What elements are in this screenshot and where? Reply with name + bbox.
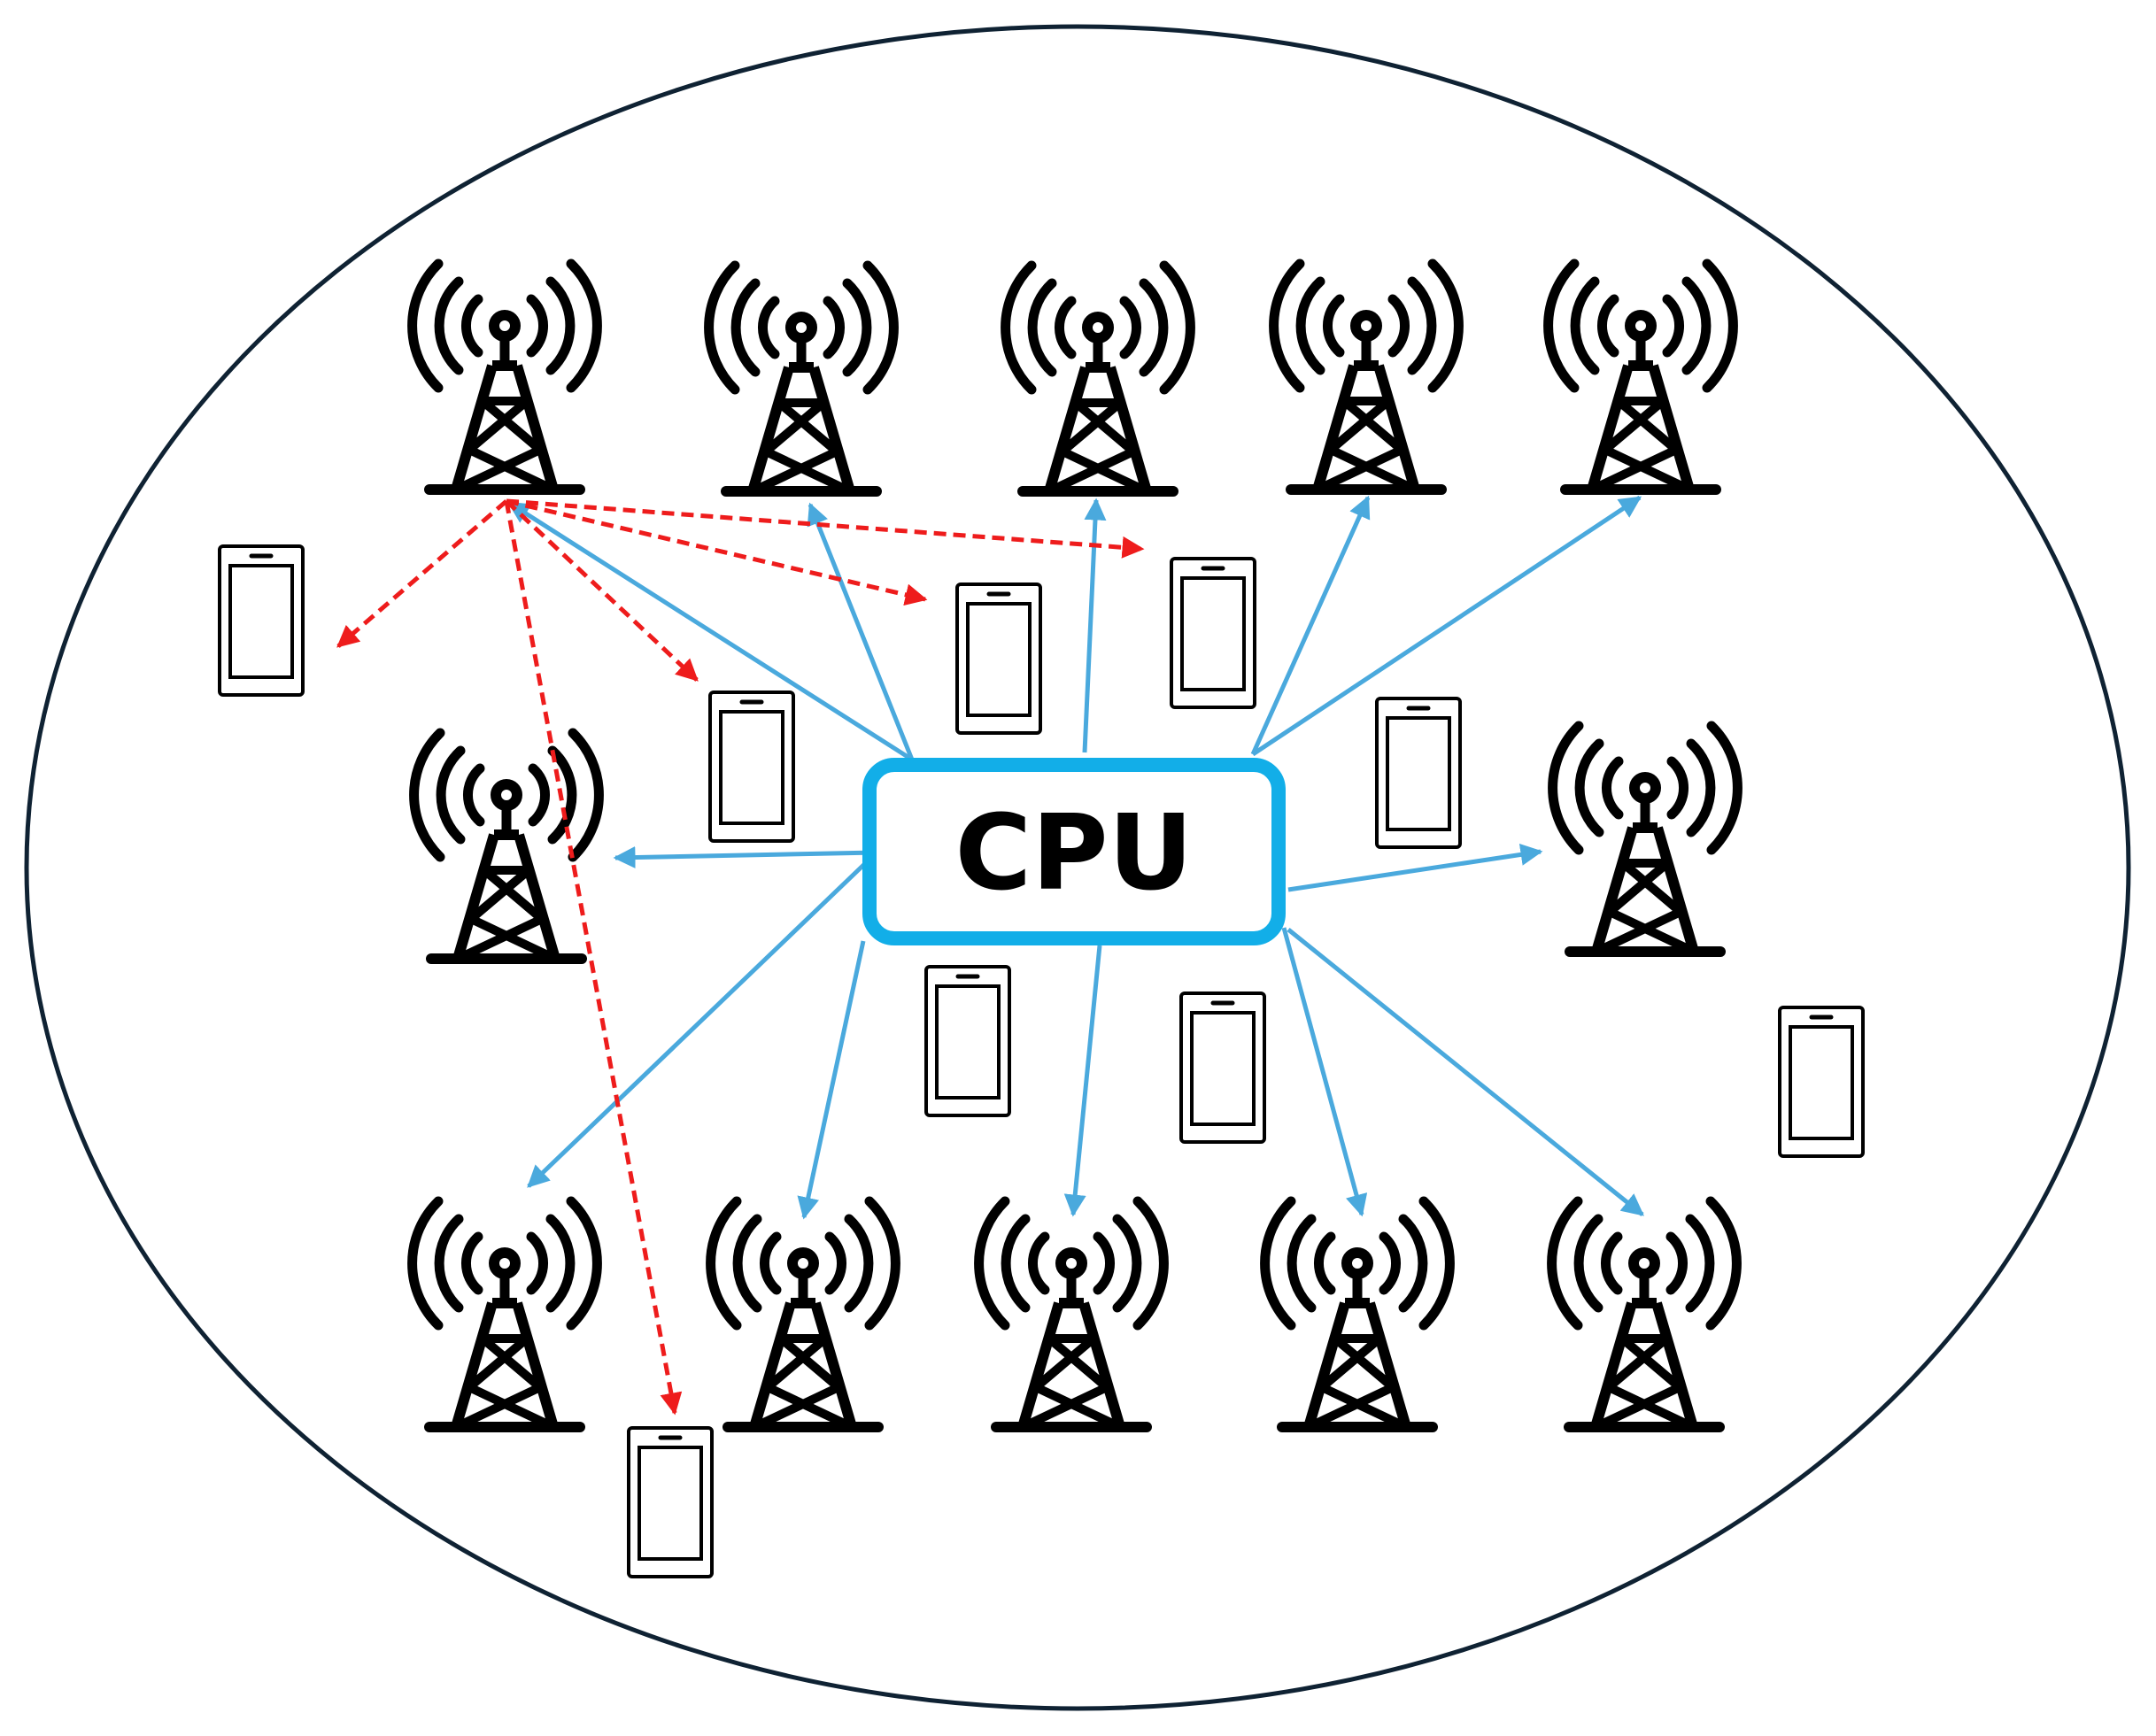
- fronthaul-link: [1287, 928, 1644, 1216]
- fronthaul-link: [1287, 843, 1543, 892]
- fronthaul-links: [506, 495, 1644, 1220]
- smartphone-icon: [1780, 1007, 1863, 1156]
- radio-tower-icon: [413, 1201, 598, 1427]
- smartphone-icon: [957, 584, 1040, 733]
- interference-links: [336, 498, 1145, 1416]
- smartphone-icon: [220, 546, 303, 695]
- interference-link: [506, 498, 928, 606]
- fronthaul-link: [797, 940, 866, 1220]
- radio-tower-icon: [1006, 266, 1191, 491]
- radio-tower-icon: [1274, 264, 1459, 490]
- smartphone-icon: [1171, 559, 1255, 707]
- fronthaul-link: [807, 502, 915, 760]
- interference-link: [506, 498, 1145, 559]
- interference-link: [336, 499, 508, 648]
- fronthaul-link: [506, 500, 914, 762]
- fronthaul-link: [1063, 945, 1102, 1217]
- smartphone-icon: [710, 692, 793, 841]
- radio-tower-icon: [1549, 264, 1734, 490]
- fronthaul-link: [1251, 495, 1642, 757]
- fronthaul-link: [1082, 498, 1107, 753]
- fronthaul-link: [1281, 927, 1368, 1217]
- smartphone-icon: [926, 967, 1009, 1115]
- radio-tower-icon: [979, 1201, 1164, 1427]
- radio-tower-icon: [413, 264, 598, 490]
- smartphone-icon: [1377, 698, 1460, 847]
- radio-tower-icon: [711, 1201, 896, 1427]
- radio-tower-icon: [1552, 1201, 1737, 1427]
- fronthaul-link: [613, 846, 877, 869]
- cpu-box: [862, 758, 1286, 945]
- cpu-node: CPU: [862, 758, 1286, 945]
- coverage-area-boundary: [24, 24, 2131, 1711]
- smartphone-icon: [1181, 993, 1264, 1142]
- cpu-label: CPU: [955, 791, 1194, 914]
- fronthaul-link: [1250, 495, 1371, 756]
- radio-tower-icon: [1265, 1201, 1450, 1427]
- interference-link: [505, 499, 699, 682]
- radio-tower-icon: [1553, 726, 1738, 952]
- smartphone-icon: [629, 1428, 712, 1577]
- fronthaul-link: [527, 851, 878, 1188]
- radio-tower-icon: [709, 266, 894, 491]
